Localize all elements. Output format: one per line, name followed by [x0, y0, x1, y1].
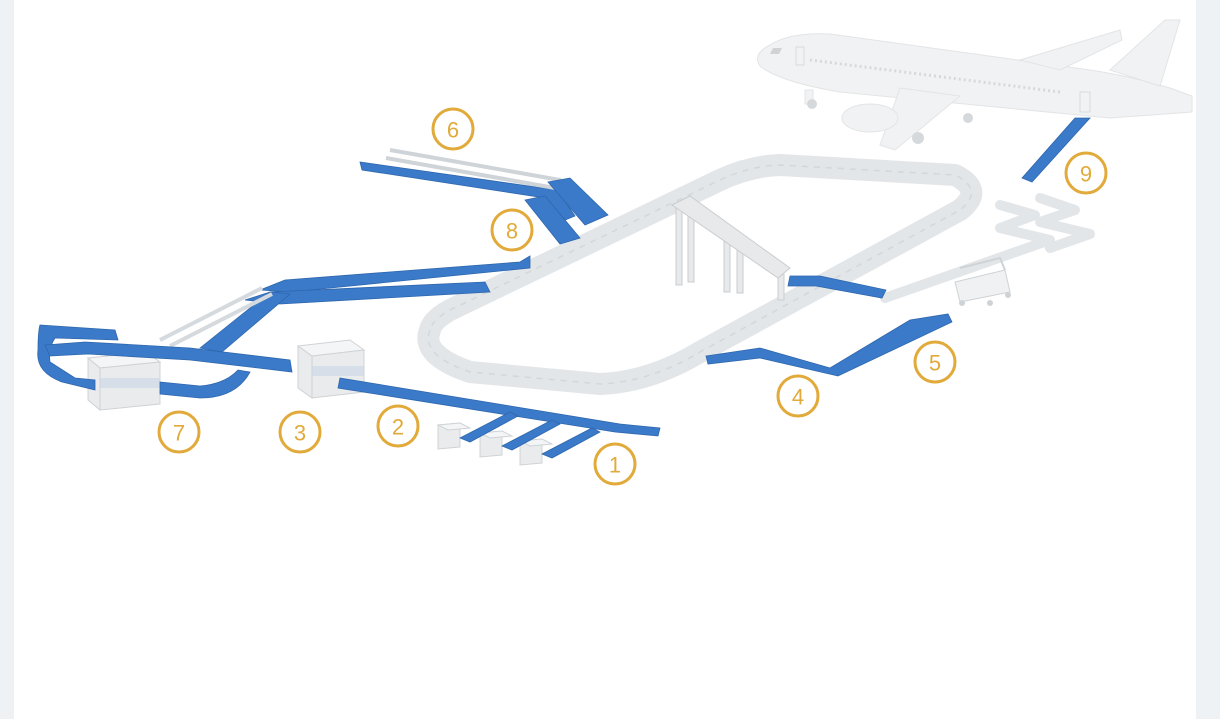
marker-2: 2 — [376, 404, 420, 448]
svg-text:5: 5 — [929, 351, 941, 376]
conveyor-2 — [337, 377, 661, 437]
scanner-box-left — [86, 351, 162, 412]
svg-text:1: 1 — [609, 453, 621, 478]
marker-4: 4 — [776, 374, 820, 418]
svg-text:7: 7 — [173, 421, 185, 446]
marker-5: 5 — [913, 340, 957, 384]
conveyor-6-drop — [547, 177, 609, 226]
conveyor-8 — [524, 195, 581, 245]
svg-text:6: 6 — [447, 118, 459, 143]
conveyor-4-5 — [705, 313, 953, 377]
carousel-loop — [417, 154, 983, 395]
marker-9: 9 — [1064, 151, 1108, 195]
svg-text:9: 9 — [1080, 162, 1092, 187]
check-in-desks — [436, 422, 554, 466]
svg-text:2: 2 — [392, 415, 404, 440]
svg-text:8: 8 — [506, 219, 518, 244]
diagram-canvas: 1 2 3 4 5 6 7 8 9 — [14, 0, 1196, 719]
marker-1: 1 — [593, 442, 637, 486]
conveyor-9 — [1021, 117, 1091, 183]
baggage-system-diagram: 1 2 3 4 5 6 7 8 9 — [37, 19, 1193, 486]
conveyor-network — [37, 117, 1091, 459]
baggage-cart-icon — [954, 256, 1011, 306]
marker-7: 7 — [157, 410, 201, 454]
svg-text:3: 3 — [294, 421, 306, 446]
airplane-icon — [757, 19, 1193, 151]
marker-8: 8 — [490, 208, 534, 252]
svg-text:4: 4 — [792, 385, 804, 410]
marker-3: 3 — [278, 410, 322, 454]
marker-6: 6 — [431, 107, 475, 151]
